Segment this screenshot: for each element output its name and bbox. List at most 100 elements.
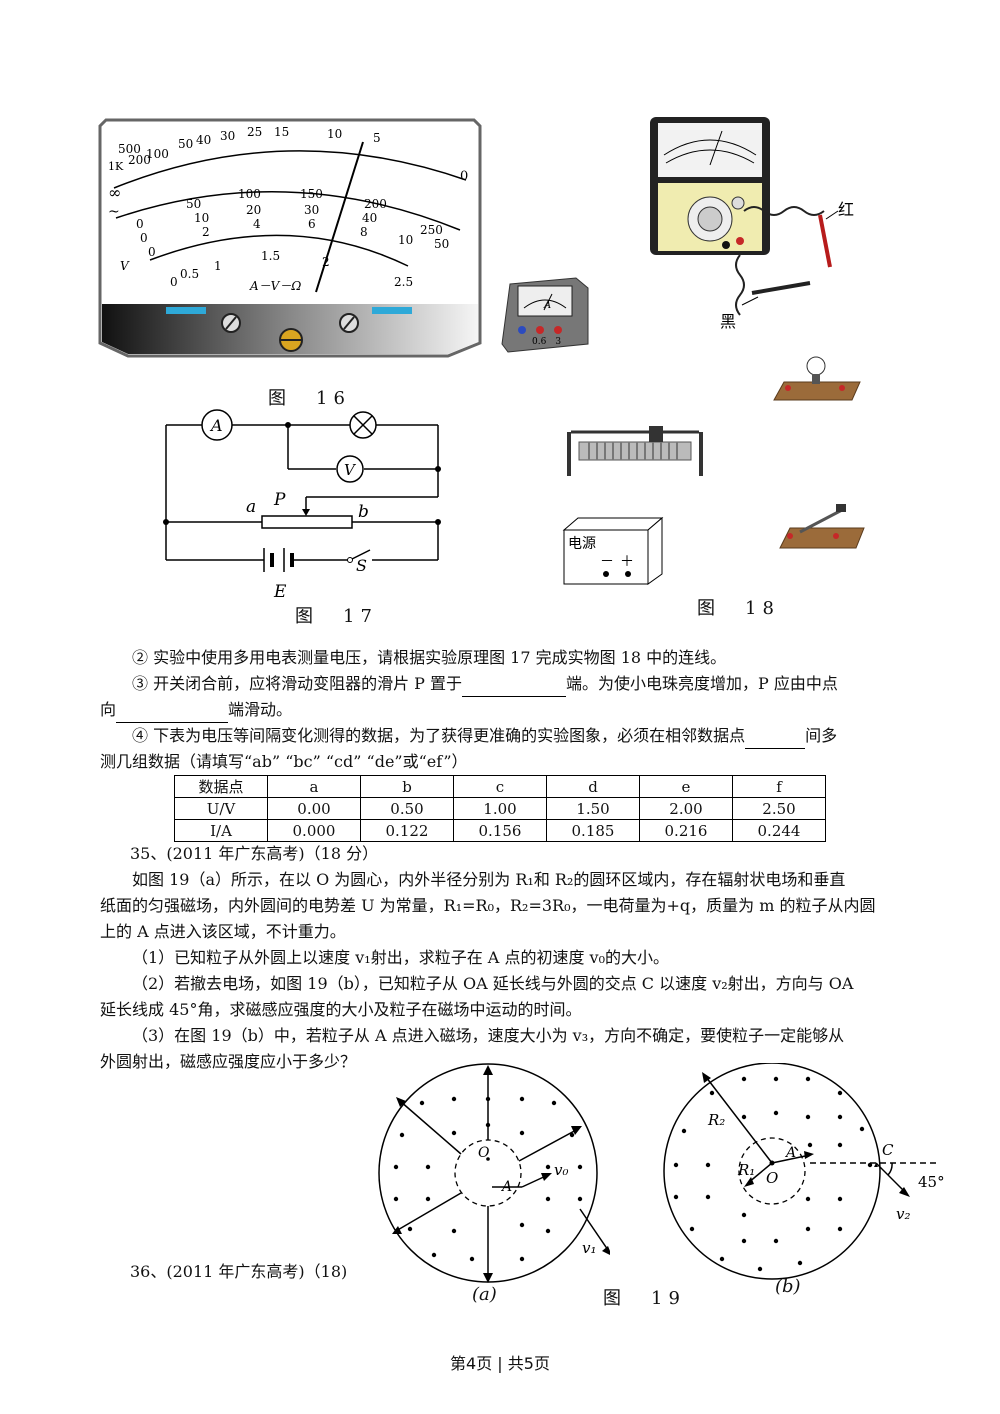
- dc-tick: 250: [420, 223, 443, 237]
- power-supply-label: 电源: [568, 536, 596, 552]
- ohm-tick: 5: [373, 131, 381, 145]
- ac-tick: 2.5: [394, 275, 413, 289]
- page-footer: 第4页 | 共5页: [450, 1354, 550, 1373]
- point-b-label: b: [358, 502, 369, 522]
- figure-19b-label: (b): [775, 1276, 801, 1297]
- ohm-tick: 40: [196, 133, 211, 147]
- svg-text:A: A: [543, 300, 551, 311]
- ohm-tick: 500: [118, 142, 141, 156]
- table-cell: 1.50: [546, 797, 640, 820]
- table-cell: 0.50: [360, 797, 454, 820]
- table-cell: 0.000: [267, 819, 361, 842]
- figure-19b-diagram: R₂ R₁ O A C 45° v₂: [663, 1063, 945, 1280]
- switch-image: [779, 504, 865, 549]
- table-cell: 0.244: [732, 819, 826, 842]
- dc-tick: 0: [140, 231, 148, 245]
- dc-tick: 0: [136, 217, 144, 231]
- dc-tick: 50: [186, 197, 201, 211]
- ac-tick: 1: [214, 259, 222, 273]
- radius-r1-label: R₁: [737, 1161, 755, 1179]
- q4-part-b: 间多: [805, 726, 838, 745]
- q3-part-d: 端滑动。: [228, 700, 293, 719]
- problem-35-line2: 纸面的匀强磁场，内外圆间的电势差 U 为常量，R₁=R₀，R₂=3R₀，一电荷量…: [100, 896, 876, 915]
- figure-18-caption: 图 18: [697, 598, 780, 619]
- ohm-tick: 200: [128, 153, 151, 167]
- data-table: 数据点 a b c d e f U/V 0.00 0.50 1.00 1.50 …: [174, 775, 826, 842]
- dc-tick: 10: [194, 211, 209, 225]
- tilde-mark: ~: [108, 204, 120, 220]
- dc-tick: 50: [434, 237, 449, 251]
- answer-blank-3[interactable]: [745, 730, 806, 749]
- figure-17-caption: 图 17: [295, 606, 378, 627]
- table-header-cell: a: [267, 775, 361, 798]
- velocity-v2-label: v₂: [896, 1205, 911, 1223]
- figure-19a-diagram: O A v₀ v₁: [378, 1063, 610, 1283]
- center-o-label: O: [478, 1145, 490, 1161]
- ohm-tick: 0: [460, 169, 468, 184]
- ammeter-scale-label: 0.6 3: [532, 337, 561, 347]
- dc-tick: 30: [304, 203, 319, 217]
- q3-part-a: ③ 开关闭合前，应将滑动变阻器的滑片 P 置于: [132, 674, 463, 693]
- ammeter-device-image: A 0.6 3: [501, 277, 589, 353]
- table-header-cell: f: [732, 775, 826, 798]
- rheostat-image: [567, 426, 703, 476]
- problem-35-q1: （1）已知粒子从外圆上以速度 v₁射出，求粒子在 A 点的初速度 v₀的大小。: [132, 948, 669, 967]
- ohm-tick: 50: [178, 137, 193, 151]
- table-cell: 0.156: [453, 819, 547, 842]
- dc-tick: 40: [362, 211, 377, 225]
- ac-tick: 2: [322, 255, 330, 269]
- problem-35-q2-line1: （2）若撤去电场，如图 19（b），已知粒子从 OA 延长线与外圆的交点 C 以…: [132, 974, 854, 993]
- problem-35-q2-line2: 延长线成 45°角，求磁感应强度的大小及粒子在磁场中运动的时间。: [100, 1000, 582, 1019]
- dc-tick: 6: [308, 217, 316, 231]
- table-cell: 0.122: [360, 819, 454, 842]
- table-header-cell: c: [453, 775, 547, 798]
- figure-19-caption: 图 19: [603, 1288, 686, 1309]
- minus-terminal-label: －: [600, 554, 614, 570]
- table-cell: 0.185: [546, 819, 640, 842]
- dc-tick: 150: [300, 187, 323, 201]
- table-cell: 2.00: [639, 797, 733, 820]
- ac-tick: 1.5: [261, 249, 280, 263]
- dc-tick: 8: [360, 225, 368, 239]
- table-row: I/A 0.000 0.122 0.156 0.185 0.216 0.244: [174, 819, 826, 842]
- infinity-mark: ∞: [108, 183, 121, 202]
- ohm-tick: 30: [220, 129, 235, 143]
- ac-tick: 0.5: [180, 267, 199, 281]
- answer-blank-1[interactable]: [462, 678, 567, 697]
- dc-tick: 200: [364, 197, 387, 211]
- answer-blank-2[interactable]: [116, 704, 229, 723]
- problem-36-title: 36、(2011 年广东高考)（18): [130, 1262, 348, 1281]
- problem-35-line1: 如图 19（a）所示，在以 O 为圆心，内外半径分别为 R₁和 R₂的圆环区域内…: [132, 870, 846, 889]
- ohm-tick: 25: [247, 125, 262, 139]
- question-4-line1: ④ 下表为电压等间隔变化测得的数据，为了获得更准确的实验图象，必须在相邻数据点 间…: [100, 723, 910, 749]
- figure-19a-label: (a): [472, 1284, 497, 1305]
- v-mark: V: [120, 259, 130, 273]
- av-omega-label: A－V－Ω: [249, 279, 301, 293]
- dc-tick: 0: [148, 245, 156, 259]
- q4-part-a: ④ 下表为电压等间隔变化测得的数据，为了获得更准确的实验图象，必须在相邻数据点: [132, 726, 746, 745]
- battery-e-label: E: [273, 582, 287, 602]
- red-lead-label: 红: [838, 200, 854, 219]
- point-a-label: a: [246, 497, 256, 517]
- figure-16-caption: 图 16: [268, 388, 351, 409]
- table-cell: 1.00: [453, 797, 547, 820]
- table-header-row: 数据点 a b c d e f: [174, 775, 826, 798]
- multimeter-scale-figure: 500 1K 200 100 50 40 30 25 15 10 5 0 ∞ ~…: [98, 118, 482, 358]
- table-cell: 0.216: [639, 819, 733, 842]
- question-3-line1: ③ 开关闭合前，应将滑动变阻器的滑片 P 置于 端。为使小电珠亮度增加，P 应由中…: [100, 671, 910, 697]
- dc-tick: 20: [246, 203, 261, 217]
- dc-tick: 10: [398, 233, 413, 247]
- power-supply-image: 电源 － ＋: [562, 516, 664, 585]
- dc-tick: 4: [253, 217, 261, 231]
- problem-35-q3-line1: （3）在图 19（b）中，若粒子从 A 点进入磁场，速度大小为 v₃，方向不确定…: [132, 1026, 845, 1045]
- point-a-label: A: [500, 1179, 512, 1195]
- center-o-label: O: [766, 1169, 778, 1187]
- velocity-v1-label: v₁: [582, 1239, 597, 1257]
- circuit-diagram-figure: A V a b P E S: [163, 409, 441, 602]
- q3-part-b: 端。为使小电珠亮度增加，P 应由中点: [566, 674, 838, 693]
- table-header-cell: d: [546, 775, 640, 798]
- table-cell: 0.00: [267, 797, 361, 820]
- switch-s-label: S: [356, 556, 367, 575]
- question-4-line2: 测几组数据（请填写“ab” “bc” “cd” “de”或“ef”）: [100, 752, 468, 771]
- q3-part-c: 向: [100, 700, 117, 719]
